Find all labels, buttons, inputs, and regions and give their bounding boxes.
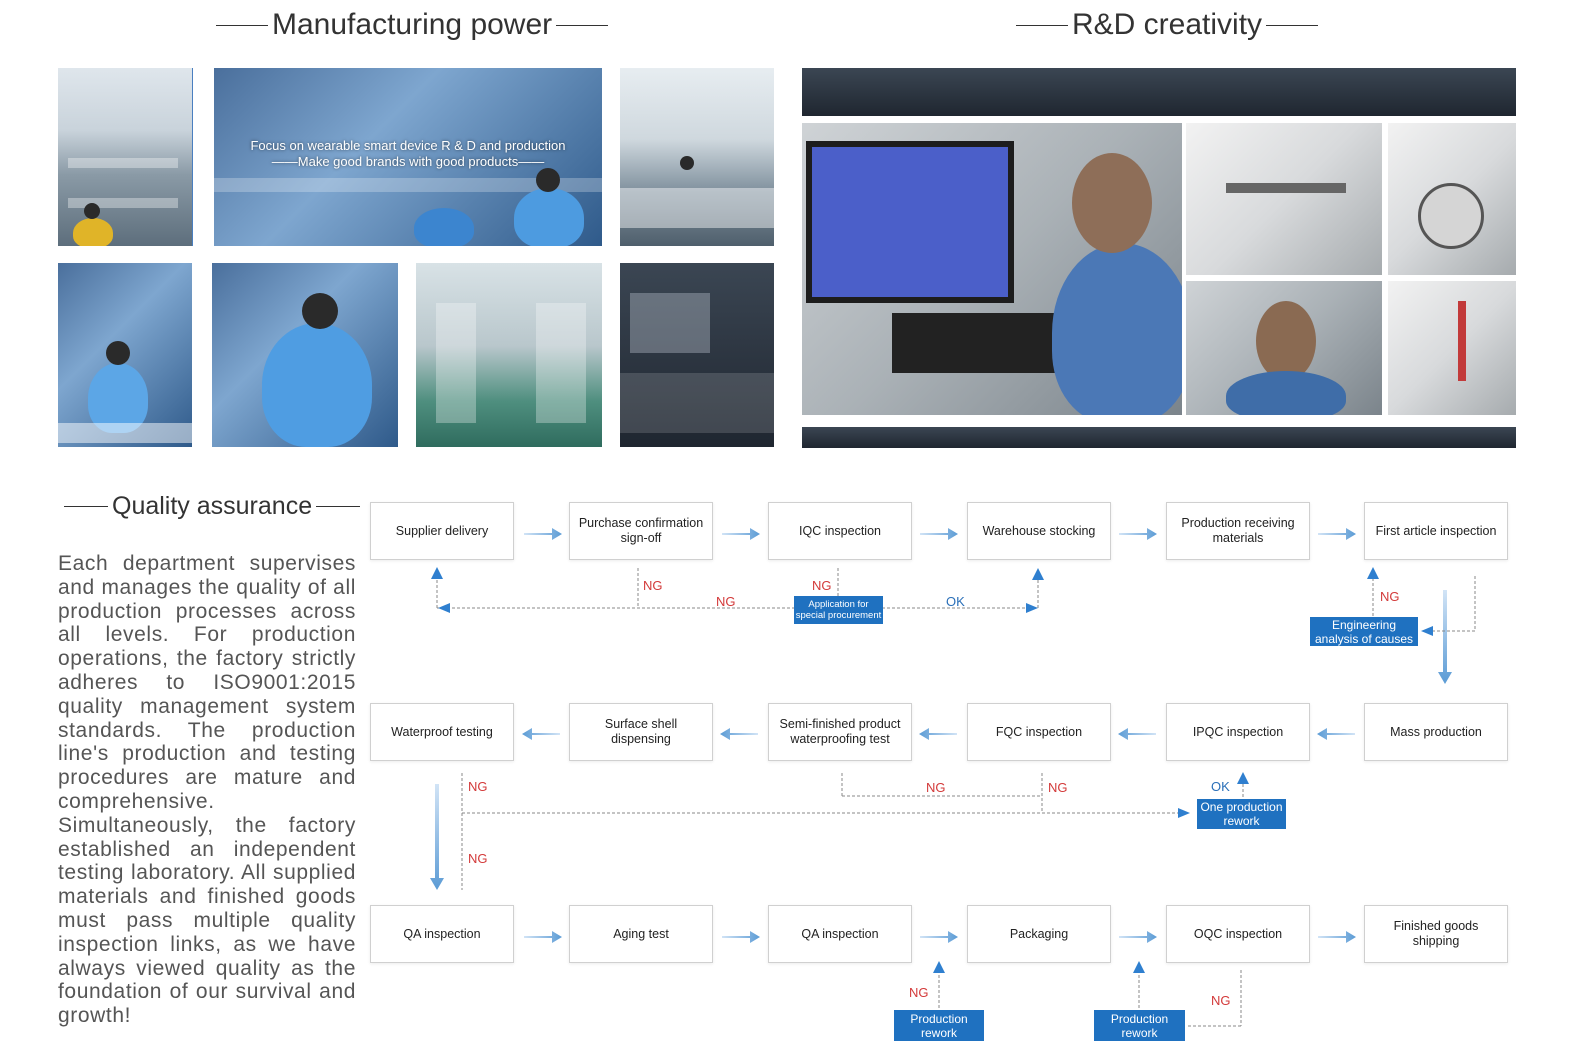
factory-photo-office-right <box>620 68 774 246</box>
step-qa-inspection-2: QA inspection <box>768 905 912 963</box>
factory-photo-equipment <box>620 263 774 447</box>
ng-label-purchase: NG <box>643 578 663 593</box>
step-first-article-inspection: First article inspection <box>1364 502 1508 560</box>
title-line-right <box>1266 24 1319 26</box>
callout-special-procurement: Application for special procurement <box>794 596 883 624</box>
arrow-right-6 <box>524 931 562 943</box>
arrow-right-7 <box>722 931 760 943</box>
callout-production-rework-2: Production rework <box>1094 1010 1185 1041</box>
factory-photo-corridor <box>416 263 602 447</box>
row2-dashed-lines <box>461 773 1244 890</box>
arrow-right-1 <box>524 528 562 540</box>
factory-photo-office-left <box>58 68 193 246</box>
arrow-left-3 <box>919 728 957 740</box>
title-line-left <box>64 506 108 507</box>
ng-label-qa: NG <box>909 985 929 1000</box>
step-production-receiving: Production receiving materials <box>1166 502 1310 560</box>
ok-label-iqc: OK <box>946 594 965 609</box>
rnd-title: R&D creativity <box>1012 8 1322 42</box>
step-ipqc-inspection: IPQC inspection <box>1166 703 1310 761</box>
arrow-down-waterproof <box>430 784 444 890</box>
title-line-left <box>1016 24 1068 26</box>
step-purchase-confirmation: Purchase confirmation sign-off <box>569 502 713 560</box>
rnd-photo-bottom-strip <box>802 427 1516 448</box>
title-line-right <box>316 506 361 507</box>
quality-description: Each department supervises and manages t… <box>58 552 356 1028</box>
callout-engineering-analysis: Engineering analysis of causes <box>1310 617 1418 646</box>
arrow-left-4 <box>1118 728 1156 740</box>
step-qa-inspection-1: QA inspection <box>370 905 514 963</box>
step-supplier-delivery: Supplier delivery <box>370 502 514 560</box>
banner-line-1: Focus on wearable smart device R & D and… <box>250 138 566 153</box>
manufacturing-title: Manufacturing power <box>212 8 612 42</box>
quality-title-text: Quality assurance <box>112 492 313 520</box>
ng-label-oqc: NG <box>1211 993 1231 1008</box>
step-mass-production: Mass production <box>1364 703 1508 761</box>
title-line-left <box>216 24 268 26</box>
ng-label-return: NG <box>716 594 736 609</box>
rnd-title-text: R&D creativity <box>1072 8 1263 41</box>
row3-arrows <box>524 931 1356 943</box>
step-finished-goods-shipping: Finished goods shipping <box>1364 905 1508 963</box>
quality-title: Quality assurance <box>60 492 364 521</box>
arrow-right-9 <box>1119 931 1157 943</box>
rnd-photo-caliper-2 <box>1388 123 1516 275</box>
step-packaging: Packaging <box>967 905 1111 963</box>
arrow-left-5 <box>1317 728 1355 740</box>
arrow-right-2 <box>722 528 760 540</box>
ng-label-waterproof-1: NG <box>468 779 488 794</box>
step-iqc-inspection: IQC inspection <box>768 502 912 560</box>
step-semi-finished-waterproof: Semi-finished product waterproofing test <box>768 703 912 761</box>
arrow-left-1 <box>522 728 560 740</box>
arrow-left-2 <box>720 728 758 740</box>
ng-label-iqc: NG <box>812 578 832 593</box>
rnd-photo-measuring <box>1186 281 1382 415</box>
row1-dashed-lines <box>436 568 1476 632</box>
step-surface-shell-dispensing: Surface shell dispensing <box>569 703 713 761</box>
arrow-right-5 <box>1318 528 1356 540</box>
rnd-photo-top-strip <box>802 68 1516 116</box>
arrow-right-3 <box>920 528 958 540</box>
step-aging-test: Aging test <box>569 905 713 963</box>
title-line-right <box>556 24 609 26</box>
step-fqc-inspection: FQC inspection <box>967 703 1111 761</box>
ng-label-semi-finished: NG <box>926 780 946 795</box>
factory-photo-production-banner: Focus on wearable smart device R & D and… <box>214 68 602 246</box>
row3-dashed-lines <box>938 970 1242 1027</box>
manufacturing-title-text: Manufacturing power <box>272 8 553 41</box>
arrow-right-4 <box>1119 528 1157 540</box>
step-warehouse-stocking: Warehouse stocking <box>967 502 1111 560</box>
rnd-photo-engineer-computer <box>802 123 1182 415</box>
arrow-down-first-article <box>1438 590 1452 684</box>
arrow-right-8 <box>920 931 958 943</box>
banner-line-2: ——Make good brands with good products—— <box>271 154 545 169</box>
ok-label-ipqc: OK <box>1211 779 1230 794</box>
step-waterproof-testing: Waterproof testing <box>370 703 514 761</box>
row1-arrows <box>524 528 1356 540</box>
row1-arrowheads <box>431 567 1433 636</box>
ng-label-waterproof-2: NG <box>468 851 488 866</box>
factory-photo-workers <box>58 263 192 447</box>
row2-arrowheads <box>1178 772 1249 818</box>
rnd-photo-caliper-1 <box>1186 123 1382 275</box>
ng-label-first-article: NG <box>1380 589 1400 604</box>
arrow-right-10 <box>1318 931 1356 943</box>
row2-arrows <box>522 728 1355 740</box>
ng-label-fqc: NG <box>1048 780 1068 795</box>
callout-production-rework-1: Production rework <box>894 1010 984 1041</box>
rnd-photo-probe <box>1388 281 1516 415</box>
row3-arrowheads <box>933 961 1145 973</box>
callout-one-production-rework: One production rework <box>1197 799 1286 829</box>
step-oqc-inspection: OQC inspection <box>1166 905 1310 963</box>
factory-photo-technician <box>212 263 398 447</box>
